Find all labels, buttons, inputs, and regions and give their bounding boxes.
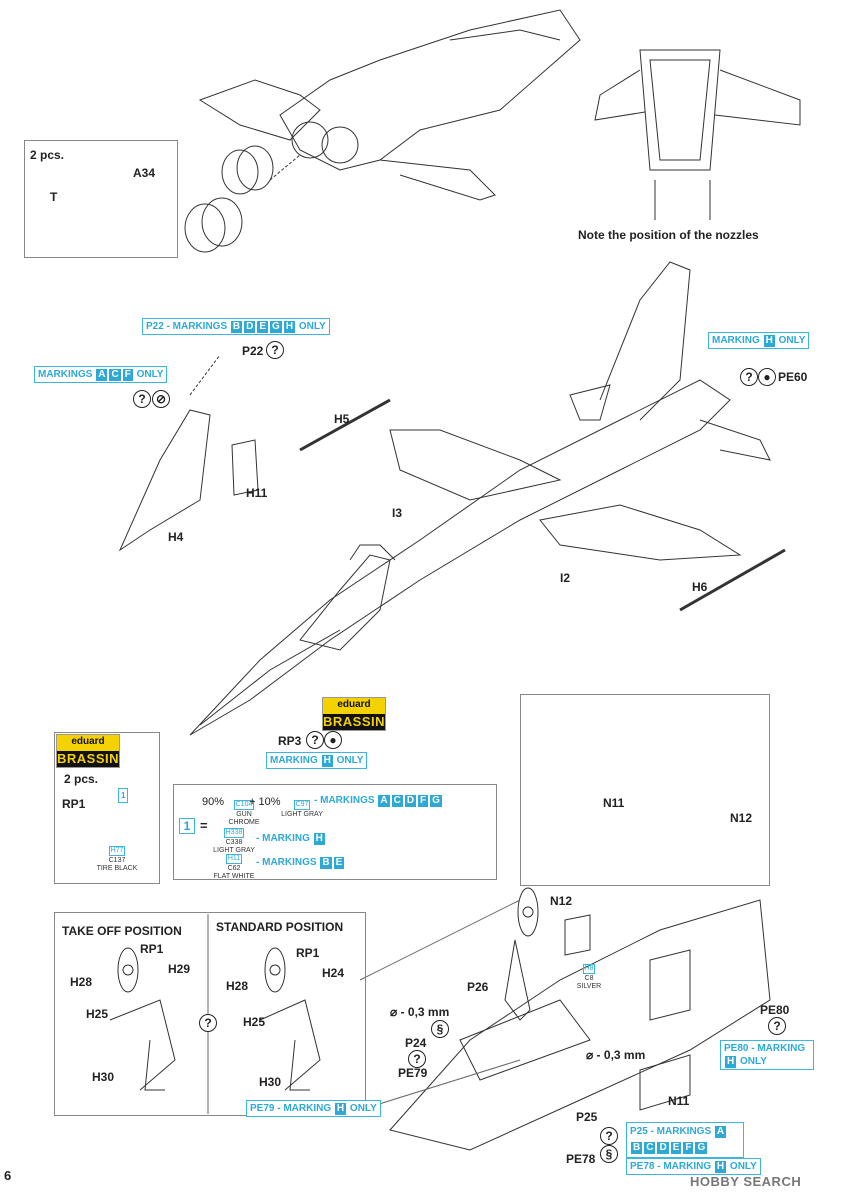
part-i3: I3 <box>392 506 403 520</box>
paint-equals: = <box>200 818 208 833</box>
tire-paint-code: H77 C137 TIRE BLACK <box>96 846 138 872</box>
paint-step-1: 1 <box>179 818 195 834</box>
sand-surface-icon: ⊘ <box>152 390 170 408</box>
bend-icon: § <box>600 1145 618 1163</box>
page-number: 6 <box>4 1168 12 1183</box>
check-reference-icon: ? <box>408 1050 426 1068</box>
check-reference-icon: ? <box>133 390 151 408</box>
check-reference-icon: ? <box>266 341 284 359</box>
part-pe80: PE80 <box>760 1003 790 1017</box>
part-h28-standard: H28 <box>226 979 249 993</box>
paint-plus: + 10% <box>249 796 281 808</box>
two-pcs-wheel-label: 2 pcs. <box>64 772 99 786</box>
two-pcs-label: 2 pcs. <box>30 148 65 162</box>
drill-note-a: ⌀ - 0,3 mm <box>390 1005 450 1019</box>
part-a34: A34 <box>133 166 156 180</box>
part-h24: H24 <box>322 966 345 980</box>
part-h5: H5 <box>334 412 350 426</box>
part-h30-standard: H30 <box>259 1075 282 1089</box>
part-p25: P25 <box>576 1110 598 1124</box>
gear-positions-box <box>54 912 366 1116</box>
part-h25-takeoff: H25 <box>86 1007 109 1021</box>
watermark: HOBBY SEARCH <box>690 1174 802 1189</box>
standard-position-title: STANDARD POSITION <box>216 920 344 934</box>
part-i2: I2 <box>560 571 571 585</box>
takeoff-position-title: TAKE OFF POSITION <box>62 924 182 938</box>
check-reference-icon: ? <box>740 368 758 386</box>
paint-row-1: 90% <box>202 796 225 808</box>
part-p22: P22 <box>242 344 264 358</box>
drill-note-b: ⌀ - 0,3 mm <box>586 1048 646 1062</box>
marking-note-pe78: PE78 - MARKING H ONLY <box>626 1158 761 1175</box>
part-rp1: RP1 <box>62 797 86 811</box>
check-reference-icon: ? <box>768 1017 786 1035</box>
check-reference-icon: ? <box>600 1127 618 1145</box>
part-rp3: RP3 <box>278 734 302 748</box>
nozzle-parts-box <box>24 140 178 258</box>
marking-note-h-top: MARKING H ONLY <box>708 332 810 349</box>
part-h4: H4 <box>168 530 184 544</box>
part-rp1-takeoff: RP1 <box>140 942 164 956</box>
part-pe60: PE60 <box>778 370 808 384</box>
photo-etch-icon: ● <box>758 368 776 386</box>
paint-row-2-markings: - MARKING H <box>256 833 325 845</box>
marking-note-pe80: PE80 - MARKING H ONLY <box>720 1040 814 1070</box>
part-pe78: PE78 <box>566 1152 596 1166</box>
part-n12-bottom: N12 <box>550 894 573 908</box>
part-t: T <box>50 190 58 204</box>
part-n11-bottom: N11 <box>668 1094 690 1108</box>
part-h6: H6 <box>692 580 708 594</box>
part-n11-top: N11 <box>603 796 625 810</box>
part-rp1-standard: RP1 <box>296 946 320 960</box>
marking-note-pe79: PE79 - MARKING H ONLY <box>246 1100 381 1117</box>
nose-gear-detail-box <box>520 694 770 886</box>
bend-icon: § <box>431 1020 449 1038</box>
part-n12-top: N12 <box>730 811 753 825</box>
paint-step-marker: 1 <box>118 788 129 803</box>
part-p26: P26 <box>467 980 489 994</box>
resin-part-icon: ● <box>324 731 342 749</box>
part-pe79: PE79 <box>398 1066 428 1080</box>
part-h25-standard: H25 <box>243 1015 266 1029</box>
check-reference-icon: ? <box>306 731 324 749</box>
part-h11: H11 <box>246 486 268 500</box>
part-h28-takeoff: H28 <box>70 975 93 989</box>
marking-note-h-rp3: MARKING H ONLY <box>266 752 368 769</box>
part-h30-takeoff: H30 <box>92 1070 115 1084</box>
part-h29: H29 <box>168 962 191 976</box>
part-p24: P24 <box>405 1036 427 1050</box>
check-reference-icon: ? <box>199 1014 217 1032</box>
nozzles-note: Note the position of the nozzles <box>578 228 759 242</box>
